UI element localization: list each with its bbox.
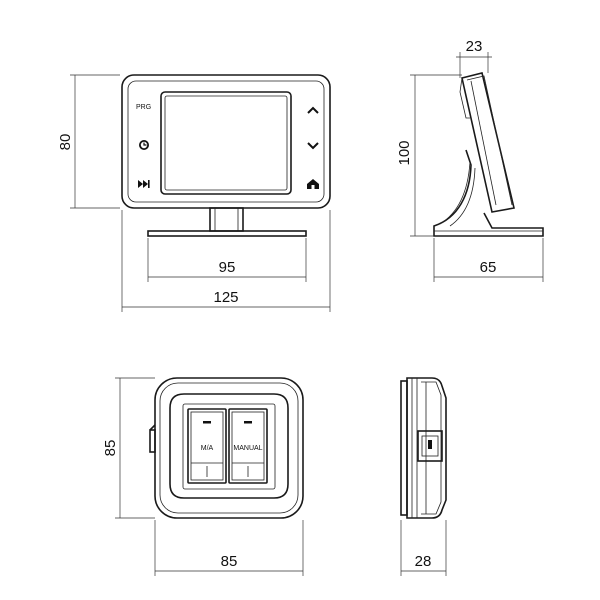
receiver-front-dimensions: 85 85 (102, 377, 304, 576)
side-dimensions: 23 100 65 (396, 38, 544, 282)
thermostat-front-view: PRG (121, 74, 331, 237)
thermostat-body (121, 74, 331, 209)
stand-base (147, 230, 307, 237)
display-inner (164, 95, 288, 191)
receiver-inner-frame (169, 393, 289, 499)
clock-icon[interactable] (139, 140, 149, 150)
side-body (461, 72, 515, 213)
receiver-front-view: M/A MANUAL (149, 377, 304, 519)
dim-receiver-height: 85 (102, 440, 119, 457)
dim-stand-width: 95 (219, 259, 236, 276)
thermostat-side-view (433, 72, 544, 237)
prg-label: PRG (136, 104, 151, 111)
receiver-side-view (400, 377, 447, 519)
thermostat-bezel (127, 80, 325, 203)
front-dimensions: 80 95 125 (57, 74, 331, 312)
receiver-button-manual[interactable]: MANUAL (228, 408, 268, 484)
dim-side-base-depth: 65 (480, 259, 497, 276)
dim-receiver-depth: 28 (415, 553, 432, 570)
dim-side-depth-top: 23 (466, 38, 483, 55)
button-ma-label: M/A (201, 445, 214, 452)
receiver-side-body (406, 377, 447, 519)
dim-front-width: 125 (213, 289, 238, 306)
dim-front-height: 80 (57, 134, 74, 151)
display-screen (160, 91, 292, 195)
side-stand (433, 149, 544, 237)
receiver-side-dimensions: 28 (400, 520, 447, 576)
receiver-side-back (400, 380, 408, 516)
button-manual-label: MANUAL (233, 445, 262, 452)
up-arrow-icon[interactable] (307, 106, 319, 114)
receiver-side-clip (149, 429, 156, 453)
dim-receiver-width: 85 (221, 553, 238, 570)
down-arrow-icon[interactable] (307, 142, 319, 150)
receiver-button-ma[interactable]: M/A (187, 408, 227, 484)
receiver-side-switch[interactable] (417, 430, 443, 462)
dim-side-height: 100 (396, 140, 413, 165)
home-icon[interactable] (307, 179, 319, 189)
skip-icon[interactable] (138, 180, 150, 188)
